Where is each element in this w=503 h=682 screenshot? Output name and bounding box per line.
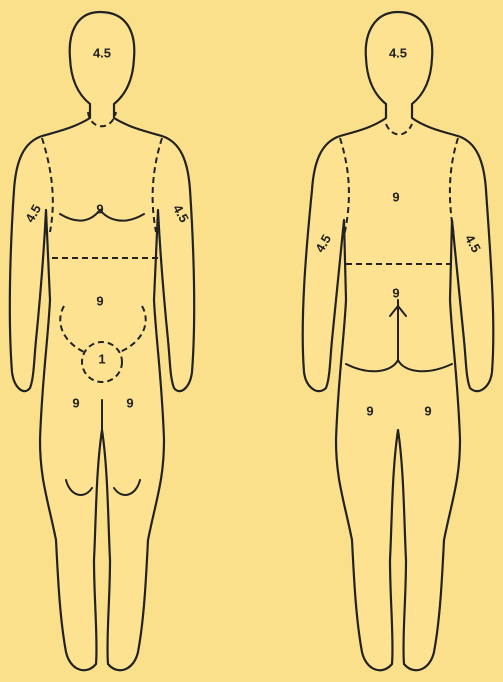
back-leg-right-label: 9 (424, 403, 431, 418)
front-leg-right-label: 9 (126, 395, 133, 410)
front-chest-label: 9 (96, 201, 103, 216)
front-abdomen-label: 9 (96, 293, 103, 308)
back-leg-left-label: 9 (366, 403, 373, 418)
back-figure: 4.5 9 4.5 4.5 9 9 9 (303, 12, 494, 670)
back-upper-label: 9 (392, 189, 399, 204)
front-leg-left-label: 9 (72, 395, 79, 410)
back-lower-label: 9 (392, 285, 399, 300)
front-head-label: 4.5 (93, 45, 111, 60)
front-groin-label: 1 (98, 351, 105, 366)
back-head-label: 4.5 (389, 45, 407, 60)
front-figure: 4.5 9 4.5 4.5 9 1 9 9 (10, 12, 194, 670)
